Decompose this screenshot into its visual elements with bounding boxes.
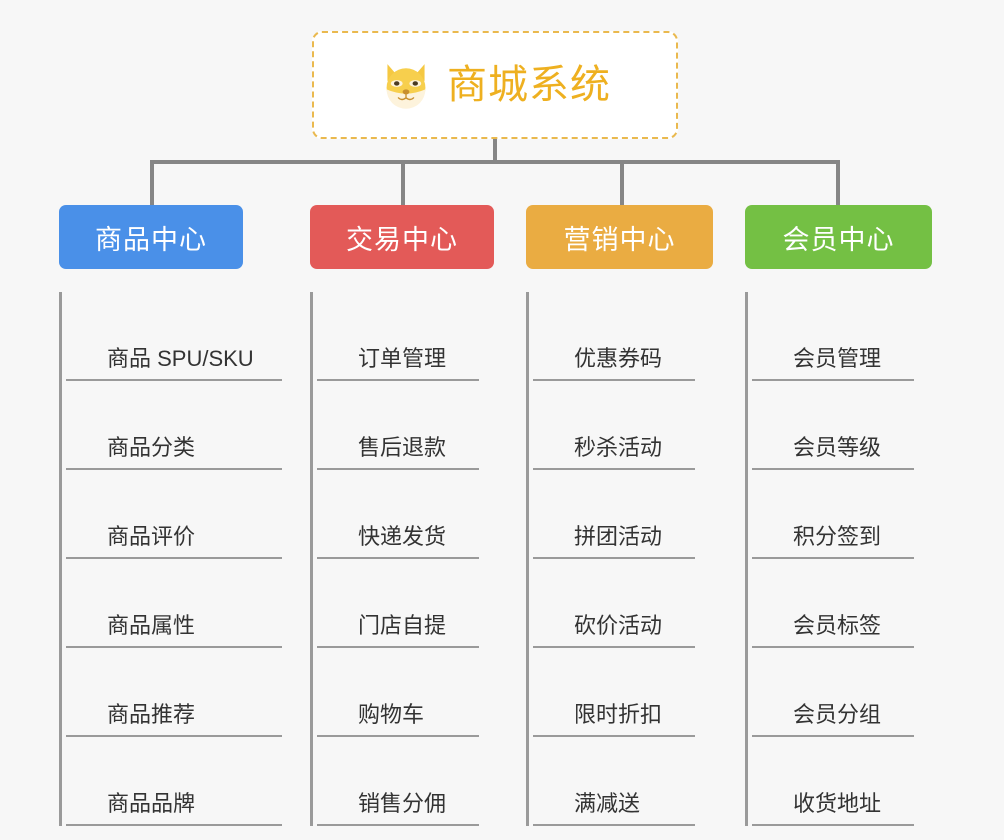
leaf-label: 商品 SPU/SKU xyxy=(107,345,254,371)
root-node[interactable]: 商城系统 xyxy=(312,31,678,139)
branch-title: 营销中心 xyxy=(563,224,676,255)
leaf-item[interactable]: 拼团活动 xyxy=(533,470,695,559)
leaf-item[interactable]: 限时折扣 xyxy=(533,648,695,737)
leaf-label: 限时折扣 xyxy=(574,701,663,727)
leaf-item[interactable]: 售后退款 xyxy=(317,381,479,470)
leaf-list-product: 商品 SPU/SKU 商品分类 商品评价 商品属性 商品推荐 商品品牌 xyxy=(59,292,289,826)
leaf-label: 商品属性 xyxy=(107,612,196,638)
leaf-label: 满减送 xyxy=(574,790,641,816)
branch-column-marketing: 营销中心 优惠券码 秒杀活动 拼团活动 砍价活动 限时折扣 满减送 xyxy=(526,205,726,826)
leaf-label: 砍价活动 xyxy=(574,612,663,638)
leaf-item[interactable]: 销售分佣 xyxy=(317,737,479,826)
connector-horizontal-bus xyxy=(150,160,840,164)
leaf-label: 收货地址 xyxy=(793,790,882,816)
branch-header-member[interactable]: 会员中心 xyxy=(745,205,932,269)
leaf-item[interactable]: 会员分组 xyxy=(752,648,914,737)
leaf-label: 购物车 xyxy=(358,701,425,727)
leaf-label: 订单管理 xyxy=(358,345,447,371)
leaf-item[interactable]: 积分签到 xyxy=(752,470,914,559)
connector-drop-1 xyxy=(150,160,154,207)
leaf-list-member: 会员管理 会员等级 积分签到 会员标签 会员分组 收货地址 xyxy=(745,292,945,826)
branch-header-marketing[interactable]: 营销中心 xyxy=(526,205,713,269)
branch-title: 会员中心 xyxy=(782,224,895,255)
leaf-item[interactable]: 购物车 xyxy=(317,648,479,737)
leaf-item[interactable]: 商品评价 xyxy=(66,470,282,559)
leaf-label: 会员管理 xyxy=(793,345,882,371)
leaf-label: 会员分组 xyxy=(793,701,882,727)
leaf-item[interactable]: 订单管理 xyxy=(317,292,479,381)
leaf-item[interactable]: 优惠券码 xyxy=(533,292,695,381)
leaf-label: 优惠券码 xyxy=(574,345,663,371)
branch-header-trade[interactable]: 交易中心 xyxy=(310,205,494,269)
branch-column-member: 会员中心 会员管理 会员等级 积分签到 会员标签 会员分组 收货地址 xyxy=(745,205,945,826)
leaf-item[interactable]: 商品品牌 xyxy=(66,737,282,826)
leaf-label: 销售分佣 xyxy=(358,790,447,816)
shiba-dog-face-icon xyxy=(386,64,426,109)
leaf-item[interactable]: 会员等级 xyxy=(752,381,914,470)
connector-root-stem xyxy=(493,139,497,162)
leaf-item[interactable]: 商品分类 xyxy=(66,381,282,470)
branch-header-product[interactable]: 商品中心 xyxy=(59,205,243,269)
leaf-item[interactable]: 会员管理 xyxy=(752,292,914,381)
leaf-label: 积分签到 xyxy=(793,523,882,549)
leaf-item[interactable]: 商品属性 xyxy=(66,559,282,648)
branch-title: 交易中心 xyxy=(346,224,458,255)
leaf-list-marketing: 优惠券码 秒杀活动 拼团活动 砍价活动 限时折扣 满减送 xyxy=(526,292,726,826)
branch-column-product: 商品中心 商品 SPU/SKU 商品分类 商品评价 商品属性 商品推荐 商品品牌 xyxy=(59,205,289,826)
leaf-label: 快递发货 xyxy=(358,523,447,549)
leaf-list-trade: 订单管理 售后退款 快递发货 门店自提 购物车 销售分佣 xyxy=(310,292,510,826)
branch-title: 商品中心 xyxy=(95,224,207,255)
leaf-label: 会员标签 xyxy=(793,612,882,638)
leaf-label: 售后退款 xyxy=(358,434,447,460)
leaf-item[interactable]: 秒杀活动 xyxy=(533,381,695,470)
leaf-label: 秒杀活动 xyxy=(574,434,663,460)
branch-column-trade: 交易中心 订单管理 售后退款 快递发货 门店自提 购物车 销售分佣 xyxy=(310,205,510,826)
leaf-item[interactable]: 门店自提 xyxy=(317,559,479,648)
leaf-item[interactable]: 满减送 xyxy=(533,737,695,826)
leaf-label: 门店自提 xyxy=(358,612,447,638)
leaf-label: 商品推荐 xyxy=(107,701,196,727)
leaf-label: 会员等级 xyxy=(793,434,882,460)
leaf-label: 拼团活动 xyxy=(574,523,663,549)
leaf-item[interactable]: 砍价活动 xyxy=(533,559,695,648)
leaf-item[interactable]: 快递发货 xyxy=(317,470,479,559)
leaf-label: 商品分类 xyxy=(107,434,196,460)
leaf-label: 商品品牌 xyxy=(107,790,196,816)
connector-drop-3 xyxy=(620,160,624,207)
connector-drop-2 xyxy=(401,160,405,207)
connector-drop-4 xyxy=(836,160,840,207)
leaf-item[interactable]: 收货地址 xyxy=(752,737,914,826)
leaf-item[interactable]: 商品 SPU/SKU xyxy=(66,292,282,381)
leaf-item[interactable]: 会员标签 xyxy=(752,559,914,648)
leaf-item[interactable]: 商品推荐 xyxy=(66,648,282,737)
root-title: 商城系统 xyxy=(447,63,611,107)
leaf-label: 商品评价 xyxy=(107,523,196,549)
